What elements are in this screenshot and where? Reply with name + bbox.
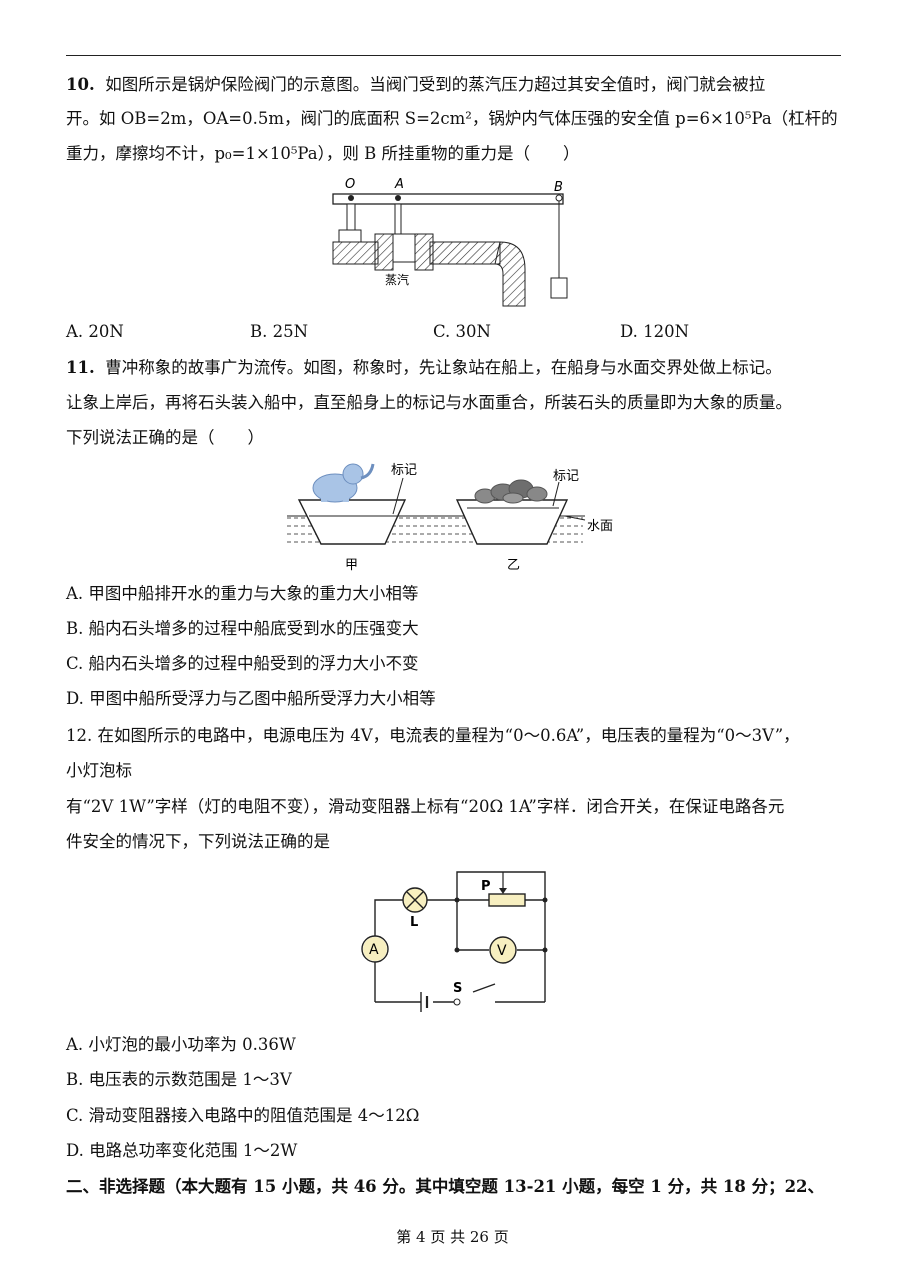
q11-option-b: B. 船内石头增多的过程中船底受到水的压强变大 — [66, 619, 419, 638]
q11-number: 11. — [66, 358, 95, 377]
q12-option-c: C. 滑动变阻器接入电路中的阻值范围是 4～12Ω — [66, 1106, 420, 1125]
q10-option-b: B. 25N — [250, 322, 309, 341]
q11-option-a: A. 甲图中船排开水的重力与大象的重力大小相等 — [66, 584, 419, 603]
q12-option-d: D. 电路总功率变化范围 1～2W — [66, 1141, 298, 1160]
q10-label-steam: 蒸汽 — [385, 272, 409, 287]
q12-circuit-figure: A V P L S — [361, 871, 548, 1012]
q10-line-3: 重力，摩擦均不计，p₀=1×10⁵Pa），则 B 所挂重物的重力是（ ） — [66, 144, 580, 163]
q11-label-mark-left: 标记 — [391, 463, 417, 478]
q10-label-b: B — [554, 180, 563, 195]
q11-caption-jia: 甲 — [345, 558, 358, 573]
q10-label-o: O — [345, 177, 355, 192]
q11-text-1: 曹冲称象的故事广为流传。如图，称象时，先让象站在船上，在船身与水面交界处做上标记… — [105, 358, 782, 377]
q12-option-b: B. 电压表的示数范围是 1～3V — [66, 1070, 292, 1089]
q11-option-c: C. 船内石头增多的过程中船受到的浮力大小不变 — [66, 654, 419, 673]
q10-option-d: D. 120N — [620, 322, 690, 341]
section-2-heading: 二、非选择题（本大题有 15 小题，共 46 分。其中填空题 13-21 小题，… — [66, 1177, 825, 1196]
q10-option-a: A. 20N — [66, 322, 124, 341]
q10-line-1: 10. 如图所示是锅炉保险阀门的示意图。当阀门受到的蒸汽压力超过其安全值时，阀门… — [66, 74, 765, 96]
q10-text-1: 如图所示是锅炉保险阀门的示意图。当阀门受到的蒸汽压力超过其安全值时，阀门就会被拉 — [105, 75, 766, 94]
q11-boats-figure: 标记 标记 水面 甲 乙 — [287, 463, 613, 573]
q12-option-a: A. 小灯泡的最小功率为 0.36W — [66, 1035, 296, 1054]
q11-option-d: D. 甲图中船所受浮力与乙图中船所受浮力大小相等 — [66, 689, 436, 708]
q12-label-s: S — [453, 981, 462, 996]
q12-line-1: 12. 在如图所示的电路中，电源电压为 4V，电流表的量程为“0～0.6A”，电… — [66, 726, 800, 745]
q12-label-p: P — [481, 879, 491, 894]
q12-line-3: 有“2V 1W”字样（灯的电阻不变），滑动变阻器上标有“20Ω 1A”字样．闭合… — [66, 797, 785, 816]
q10-number: 10. — [66, 75, 95, 94]
q11-line-1: 11. 曹冲称象的故事广为流传。如图，称象时，先让象站在船上，在船身与水面交界处… — [66, 357, 782, 379]
q11-line-3: 下列说法正确的是（ ） — [66, 428, 264, 447]
q12-line-4: 件安全的情况下，下列说法正确的是 — [66, 832, 330, 851]
q11-line-2: 让象上岸后，再将石头装入船中，直至船身上的标记与水面重合，所装石头的质量即为大象… — [66, 393, 792, 412]
q10-valve-figure: O A B 蒸汽 — [332, 177, 568, 307]
page-footer: 第 4 页 共 26 页 — [396, 1228, 509, 1246]
q12-label-a: A — [369, 942, 379, 958]
q10-line-2: 开。如 OB=2m，OA=0.5m，阀门的底面积 S=2cm²，锅炉内气体压强的… — [66, 109, 838, 128]
q12-line-2: 小灯泡标 — [66, 761, 132, 780]
q11-caption-yi: 乙 — [507, 558, 520, 573]
q12-label-v: V — [497, 943, 507, 959]
q12-label-l: L — [410, 915, 418, 930]
q11-label-water: 水面 — [587, 519, 613, 534]
q10-option-c: C. 30N — [433, 322, 491, 341]
q11-label-mark-right: 标记 — [553, 469, 579, 484]
q10-label-a: A — [394, 177, 404, 192]
header-rule — [66, 55, 841, 56]
